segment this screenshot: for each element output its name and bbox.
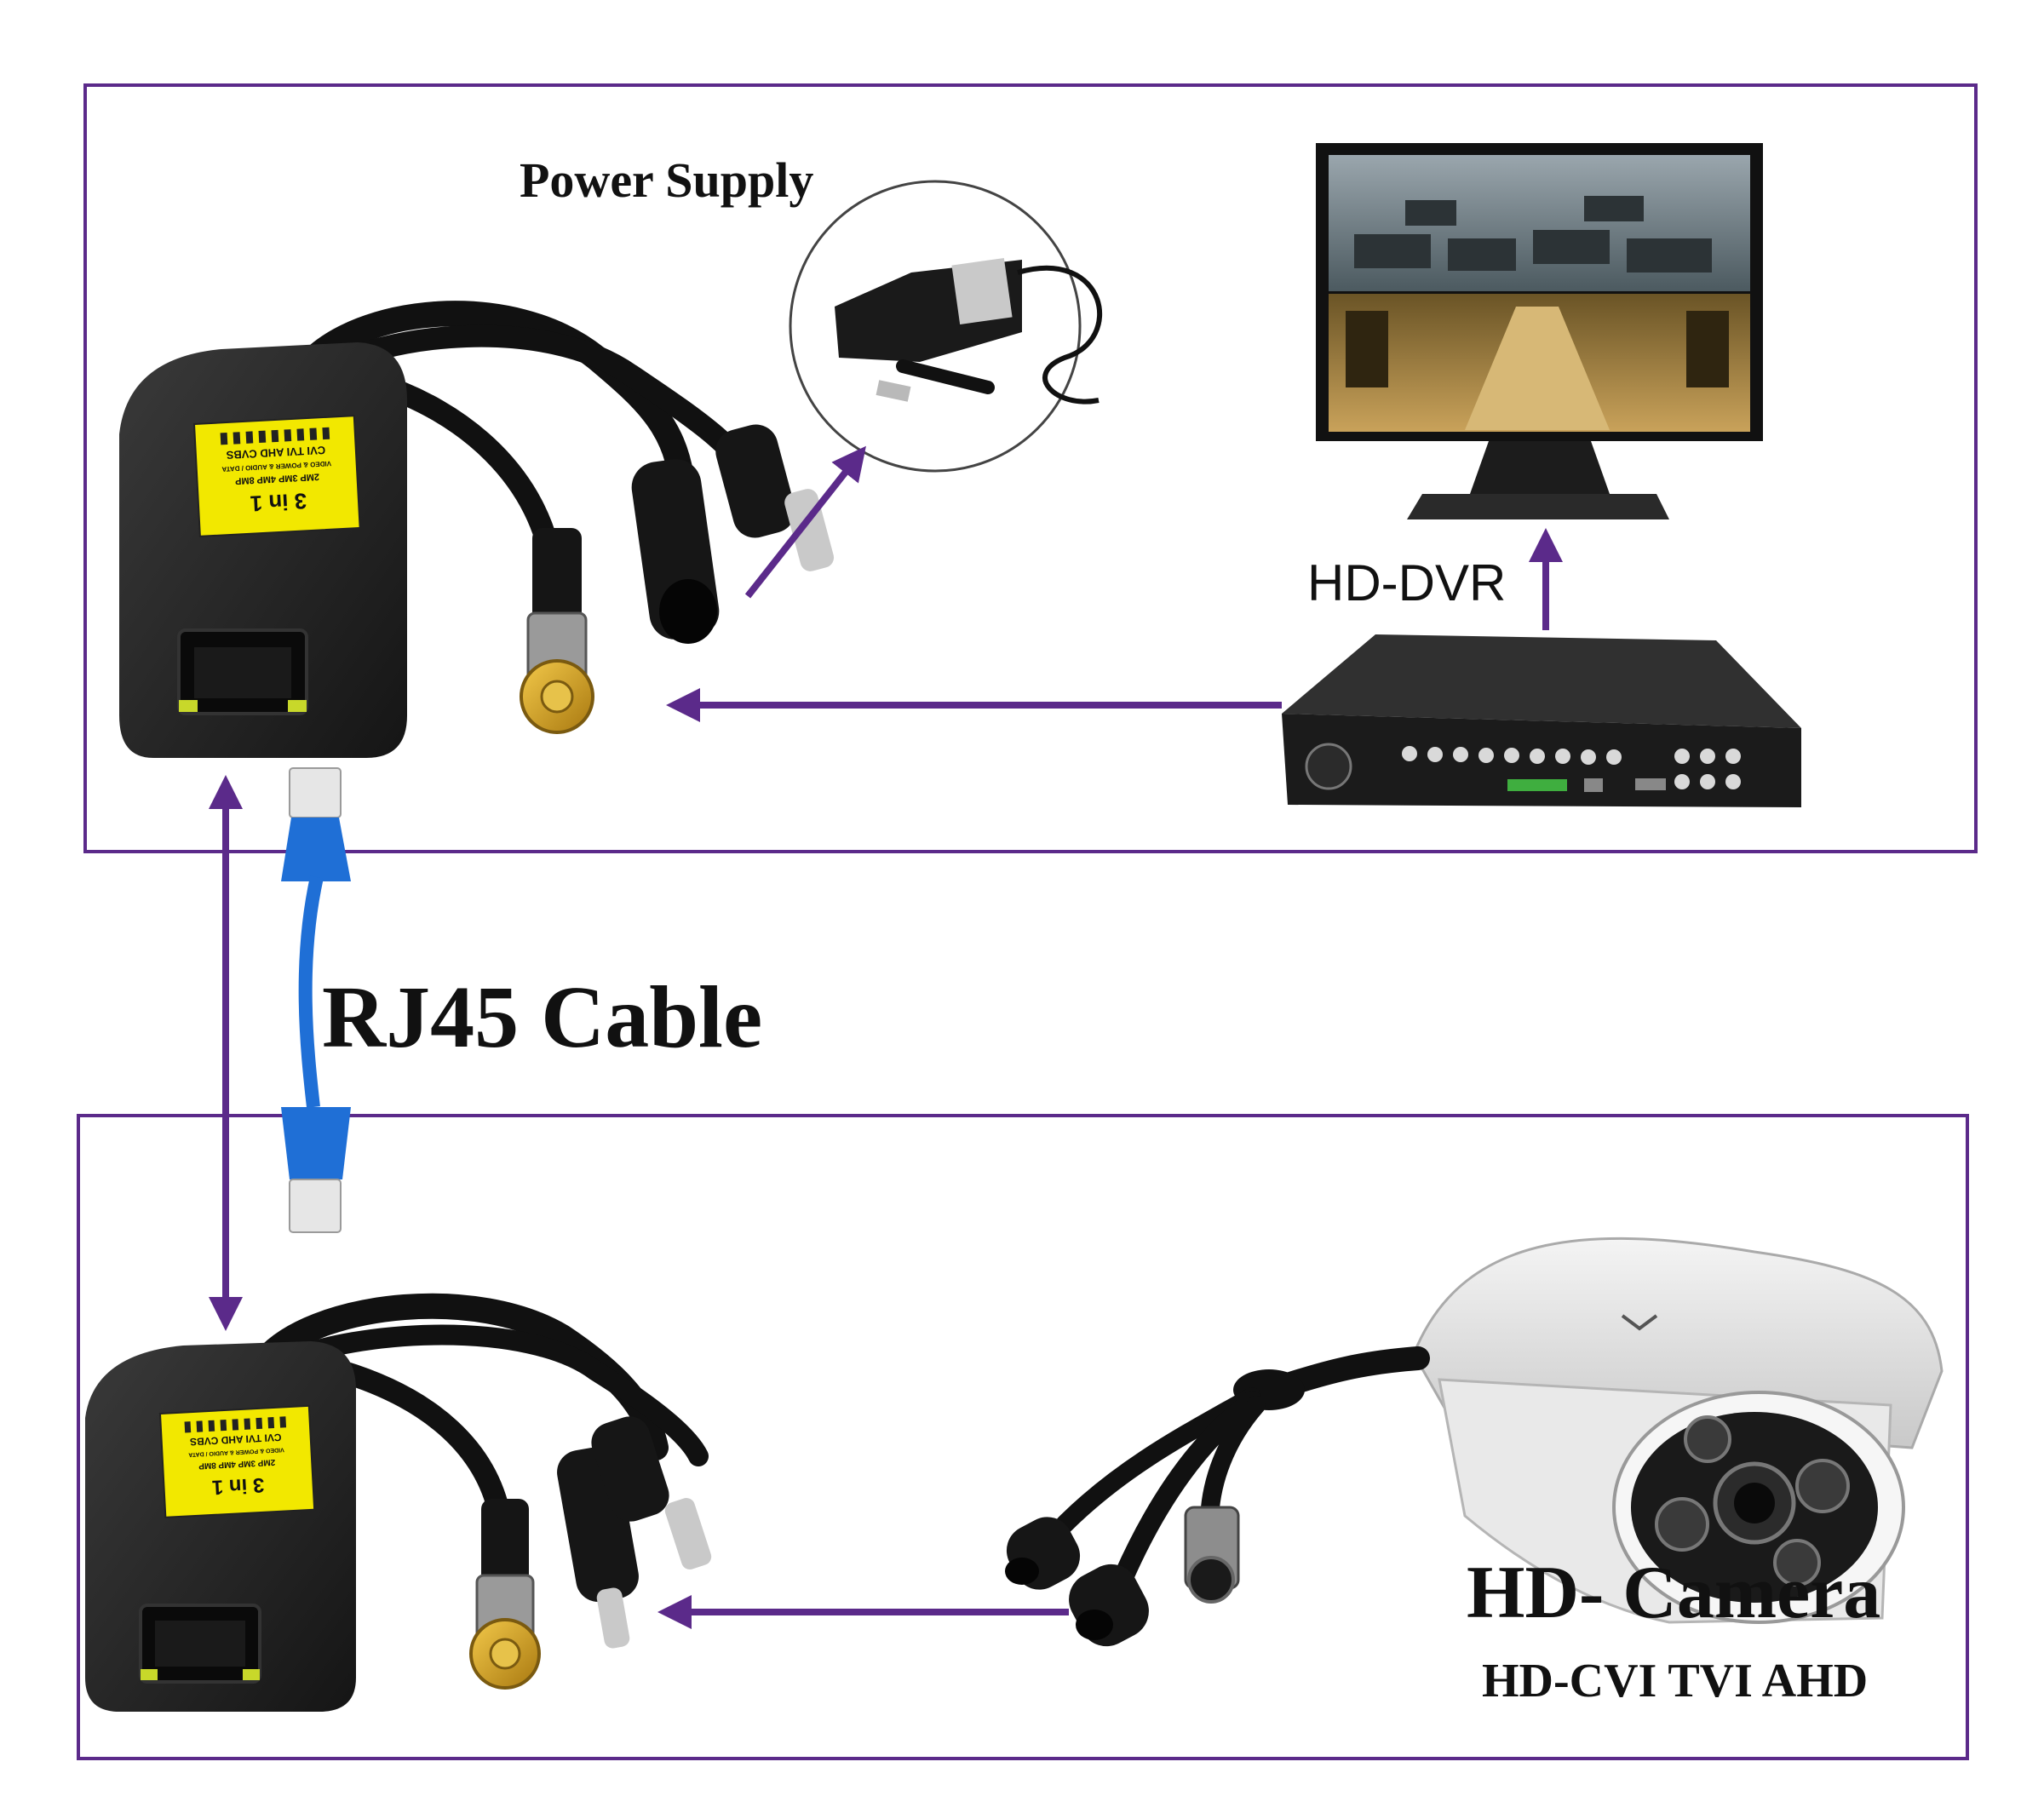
rj45-cable-label: RJ45 Cable [322, 968, 763, 1066]
balun-line2-bottom: 2MP 3MP 4MP 8MP [198, 1457, 276, 1471]
balun-line1: CVI TVI AHD CVBS [226, 444, 325, 462]
bottom-frame [77, 1114, 1969, 1760]
hd-camera-label: HD- Camera [1467, 1552, 1881, 1634]
balun-label-bottom: 3 in 1 2MP 3MP 4MP 8MP VIDEO & POWER & A… [158, 1404, 316, 1518]
balun-label: 3 in 1 2MP 3MP 4MP 8MP VIDEO & POWER & A… [192, 415, 361, 537]
balun-title-bottom: 3 in 1 [211, 1473, 265, 1499]
monitor [1316, 143, 1763, 519]
hd-dvr-label: HD-DVR [1307, 554, 1507, 611]
power-supply-label: Power Supply [520, 152, 814, 208]
balun-title: 3 in 1 [250, 488, 307, 516]
bottom-balun: 3 in 1 2MP 3MP 4MP 8MP VIDEO & POWER & A… [85, 1293, 712, 1712]
camera [1005, 1237, 1944, 1647]
power-supply [789, 180, 1103, 473]
camera-standards-label: HD-CVI TVI AHD [1482, 1655, 1869, 1707]
dvr [1282, 634, 1801, 807]
top-balun: 3 in 1 2MP 3MP 4MP 8MP VIDEO & POWER & A… [119, 301, 835, 758]
balun-line2: 2MP 3MP 4MP 8MP [235, 471, 320, 485]
balun-line1-bottom: CVI TVI AHD CVBS [190, 1432, 282, 1449]
connection-arrows [209, 445, 1563, 1629]
top-frame [83, 83, 1978, 853]
arrow-power-to-balun [744, 445, 866, 599]
rj45-cable [281, 767, 351, 1233]
